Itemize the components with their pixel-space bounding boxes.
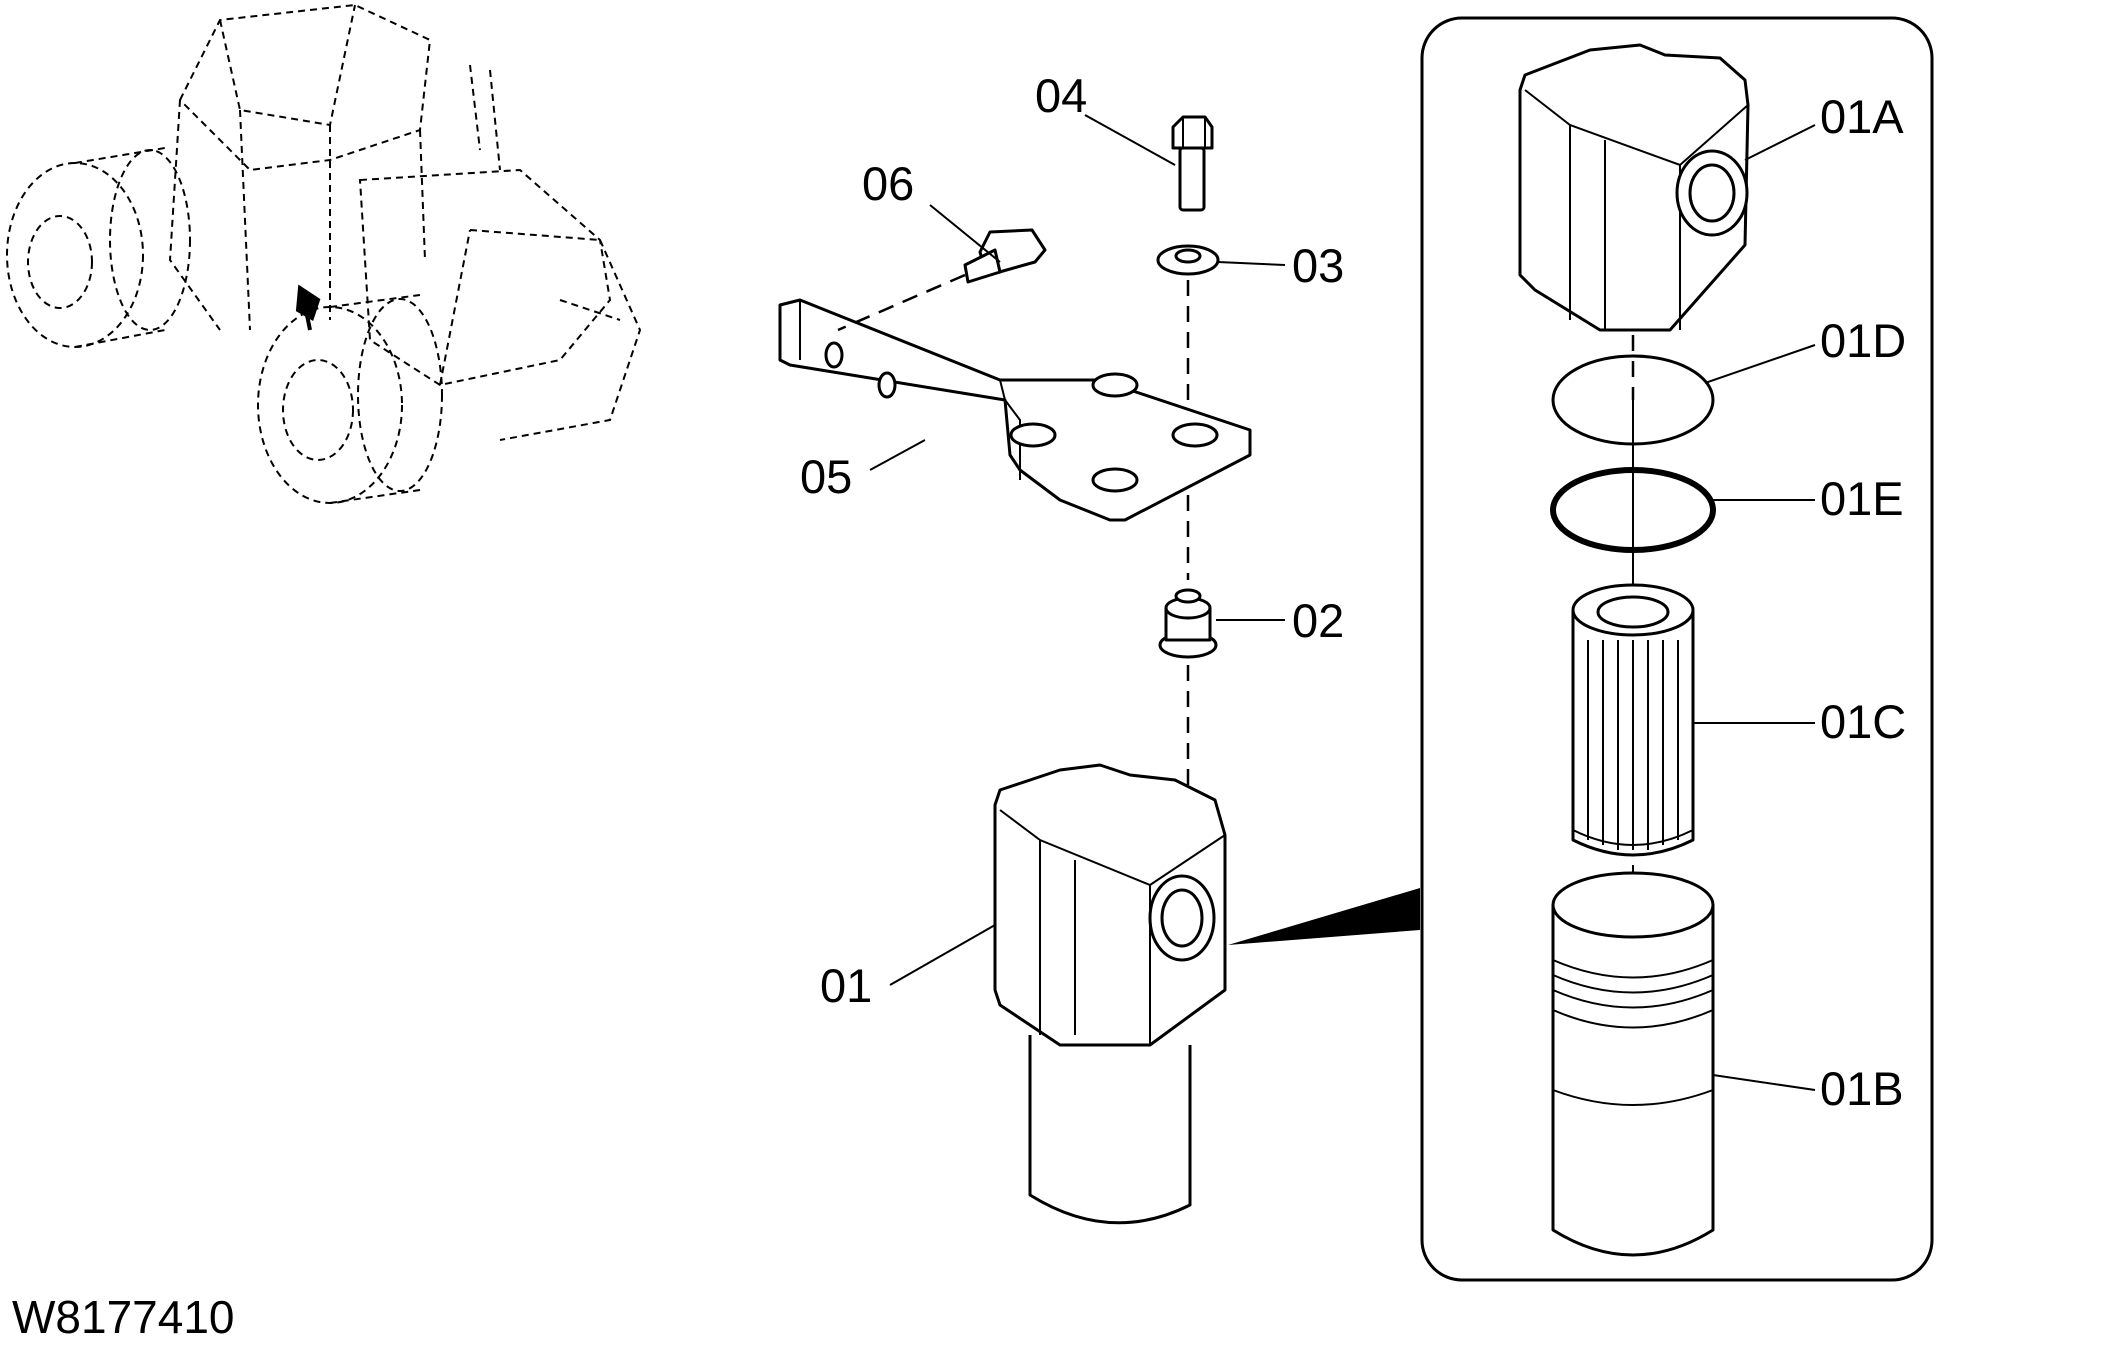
part-01c-filter-element xyxy=(1571,583,1695,915)
part-01-filter-assembly xyxy=(993,763,1227,1225)
callout-label-01e: 01E xyxy=(1820,472,1904,525)
callout-label-04: 04 xyxy=(1035,69,1087,122)
part-04-bolt xyxy=(1171,115,1214,212)
callout-label-01a: 01A xyxy=(1820,90,1904,143)
detail-callout-pointer xyxy=(1228,888,1420,945)
callout-label-06: 06 xyxy=(862,157,914,210)
part-05-bracket xyxy=(778,298,1252,522)
callout-label-05: 05 xyxy=(800,450,852,503)
drawing-code: W8177410 xyxy=(12,1291,235,1343)
part-01a-filter-head xyxy=(1518,43,1750,400)
callout-label-01d: 01D xyxy=(1820,314,1906,367)
machine-overview-illustration xyxy=(6,3,642,504)
assembly-axis-lines xyxy=(837,273,1190,815)
detail-panel-frame xyxy=(1420,16,1934,1282)
part-01e-o-ring xyxy=(1550,460,1716,585)
part-06-bolt xyxy=(963,228,1047,284)
part-01d-o-ring xyxy=(1551,354,1715,460)
callout-label-01: 01 xyxy=(820,959,872,1012)
callout-label-01c: 01C xyxy=(1820,695,1906,748)
part-03-washer xyxy=(1156,244,1220,276)
part-02-plug xyxy=(1158,588,1218,659)
callout-label-03: 03 xyxy=(1292,239,1344,292)
leader-lines xyxy=(869,114,1816,1091)
callout-label-01b: 01B xyxy=(1820,1062,1904,1115)
part-01b-filter-bowl xyxy=(1551,871,1715,1257)
callout-label-02: 02 xyxy=(1292,594,1344,647)
